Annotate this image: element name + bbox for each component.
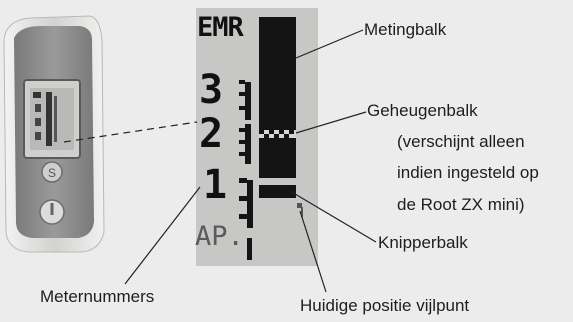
- s-button-icon: [41, 161, 63, 183]
- svg-text:S: S: [48, 166, 56, 180]
- label-geheugenbalk-2: (verschijnt alleen: [397, 132, 525, 151]
- label-geheugenbalk-4: de Root ZX mini): [397, 195, 525, 214]
- memory-bar-pattern: [259, 130, 296, 138]
- meter-number-2: 2: [199, 111, 224, 157]
- label-meternummers: Meternummers: [40, 287, 155, 306]
- meter-number-1: 1: [203, 162, 228, 208]
- label-geheugenbalk-3: indien ingesteld op: [397, 163, 539, 182]
- apex-label: AP.: [195, 221, 244, 252]
- label-knipperbalk: Knipperbalk: [378, 233, 468, 252]
- device-illustration: S: [3, 15, 105, 253]
- lcd-mode-label: EMR: [197, 12, 244, 43]
- label-geheugenbalk-1: Geheugenbalk: [367, 101, 478, 120]
- leader-lines: [63, 29, 377, 293]
- label-huidige-positie: Huidige positie vijlpunt: [300, 296, 470, 315]
- label-metingbalk: Metingbalk: [364, 20, 447, 39]
- meter-number-3: 3: [199, 67, 224, 113]
- blink-bar: [259, 185, 296, 198]
